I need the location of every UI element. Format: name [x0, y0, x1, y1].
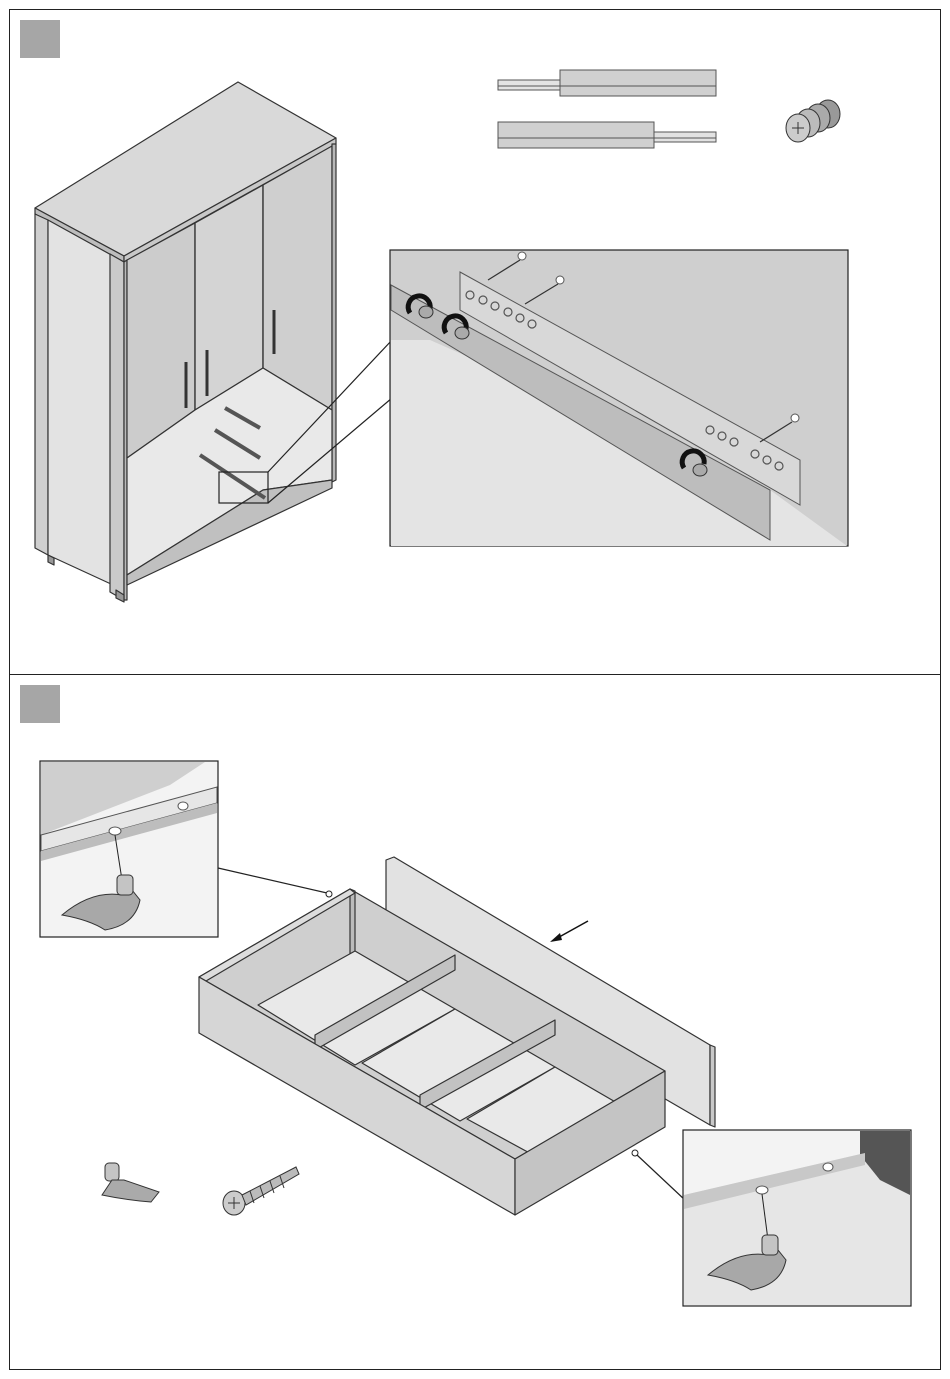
pan-head-screw-icon	[223, 1167, 299, 1215]
step-2-illustration	[10, 675, 940, 1369]
drawer-stop-clip-part	[102, 1163, 159, 1202]
clip-detail-left	[40, 761, 218, 937]
clip-detail-right	[683, 1130, 911, 1306]
wardrobe	[35, 82, 336, 602]
runner-detail-view	[390, 250, 848, 546]
euro-screw-icon	[786, 100, 840, 142]
step-1-panel	[9, 9, 941, 675]
step-1-illustration	[10, 10, 940, 674]
drawer-runner-pair-part	[498, 70, 716, 148]
step-2-panel	[9, 674, 941, 1370]
drawer-box	[199, 857, 715, 1215]
